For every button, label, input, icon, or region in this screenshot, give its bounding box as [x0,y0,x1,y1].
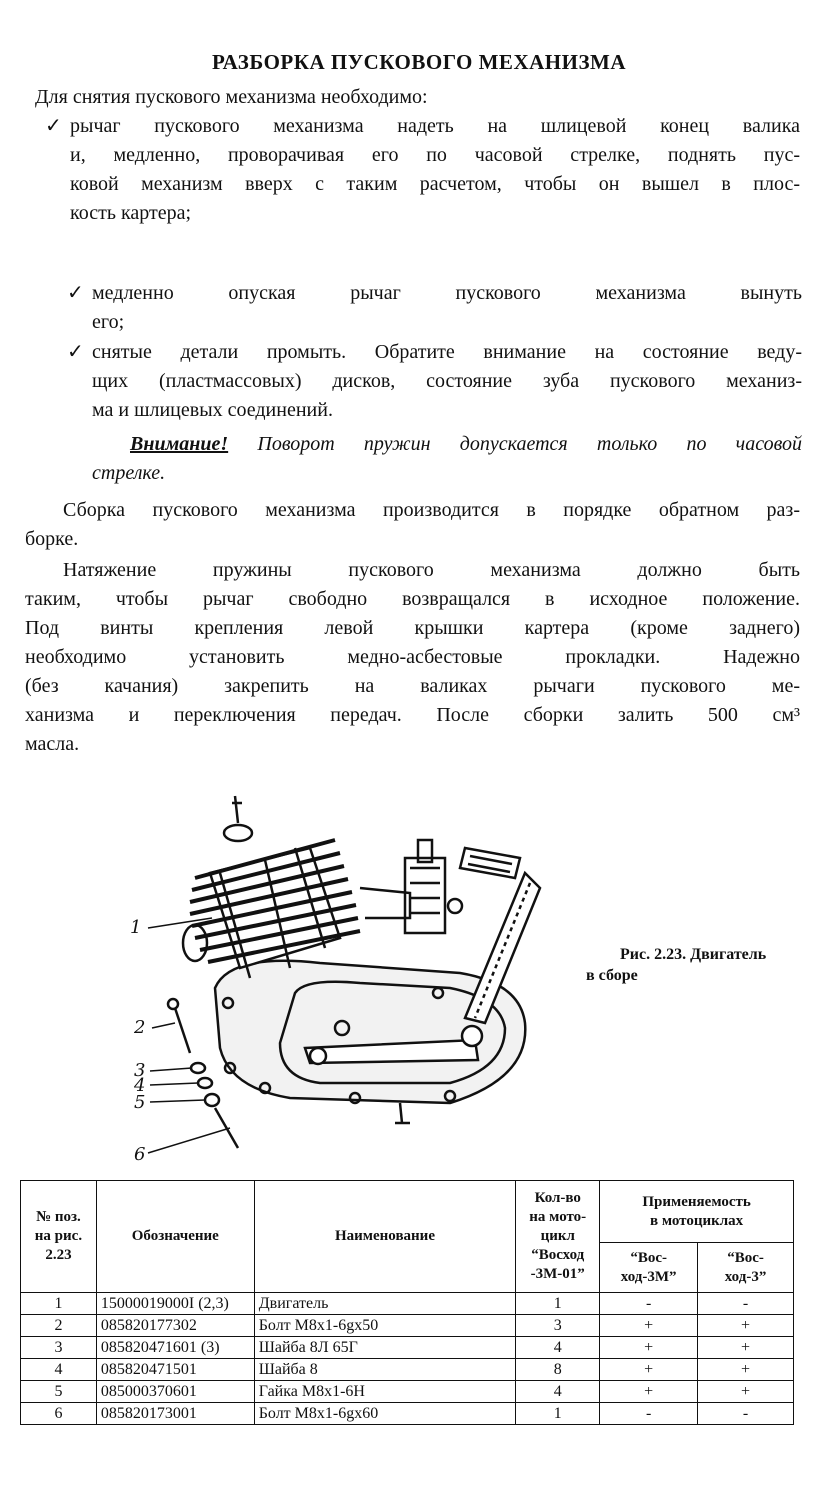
warning-line: Внимание! Поворот пружин допускается тол… [130,433,803,455]
bullet-line: медленно опуская рычаг пускового механиз… [92,282,802,304]
tension-paragraph: Натяжение пружины пускового механизма до… [25,556,800,759]
warning-label: Внимание! [130,433,229,455]
bullet-line: ковой механизм вверх с таким расчетом, ч… [70,173,800,195]
callout-label: 3 [134,1060,145,1081]
paragraph-line: Под винты крепления левой крышки картера… [25,617,800,639]
callout-label: 2 [133,1017,145,1038]
header-model-a: “Вос-ход-3М” [599,1242,699,1293]
page-title: РАЗБОРКА ПУСКОВОГО МЕХАНИЗМА [211,50,627,74]
engine-illustration: 1 2 3 4 5 6 [130,795,542,1165]
figure-caption: Рис. 2.23. Двигатель в сборе [586,944,806,986]
paragraph-line: Натяжение пружины пускового механизма до… [63,559,800,581]
paragraph-line: таким, чтобы рычаг свободно возвращался … [25,588,800,610]
warning-line: стрелке. [92,462,166,484]
header-name: Наименование [253,1180,517,1293]
bullet-line: его; [92,311,125,333]
bullet-line: снятые детали промыть. Обратите внимание… [92,341,802,363]
callout-label: 1 [130,917,141,938]
assembly-paragraph: Сборка пускового механизма производится … [25,496,800,554]
paragraph-line: Сборка пускового механизма производится … [63,499,800,521]
bullet-line: рычаг пускового механизма надеть на шлиц… [70,115,800,137]
header-model-b: “Вос-ход-3” [697,1242,794,1293]
bullet-2: ✓ медленно опуская рычаг пускового механ… [67,279,802,337]
warning-note: Внимание! Поворот пружин допускается тол… [92,430,802,488]
caption-line: в сборе [586,967,638,984]
header-designation: Обозначение [95,1180,255,1293]
paragraph-line: борке. [25,528,79,550]
check-icon: ✓ [67,282,84,304]
check-icon: ✓ [67,341,84,363]
bullet-line: ма и шлицевых соединений. [92,399,333,421]
header-position: № поз.на рис.2.23 [20,1180,97,1293]
bullet-3: ✓ снятые детали промыть. Обратите вниман… [67,338,802,425]
bullet-line: и, медленно, проворачивая его по часовой… [70,144,800,166]
bullet-line: щих (пластмассовых) дисков, состояние зу… [92,370,802,392]
callout-label: 6 [134,1144,145,1165]
paragraph-line: ханизма и переключения передач. После сб… [25,704,800,726]
bullet-line: кость картера; [70,202,192,224]
callout-label: 5 [134,1092,145,1113]
caption-line: Рис. 2.23. Двигатель [620,946,767,963]
intro-text: Для снятия пускового механизма необходим… [35,86,428,108]
bullet-1: ✓ рычаг пускового механизма надеть на шл… [45,112,800,228]
check-icon: ✓ [45,115,62,137]
paragraph-line: необходимо установить медно-асбестовые п… [25,646,800,668]
paragraph-line: (без качания) закрепить на валиках рычаг… [25,675,800,697]
callout-label: 4 [133,1075,145,1096]
parts-table: № поз.на рис.2.23 Обозначение Наименован… [20,1180,794,1425]
paragraph-line: масла. [25,733,80,755]
